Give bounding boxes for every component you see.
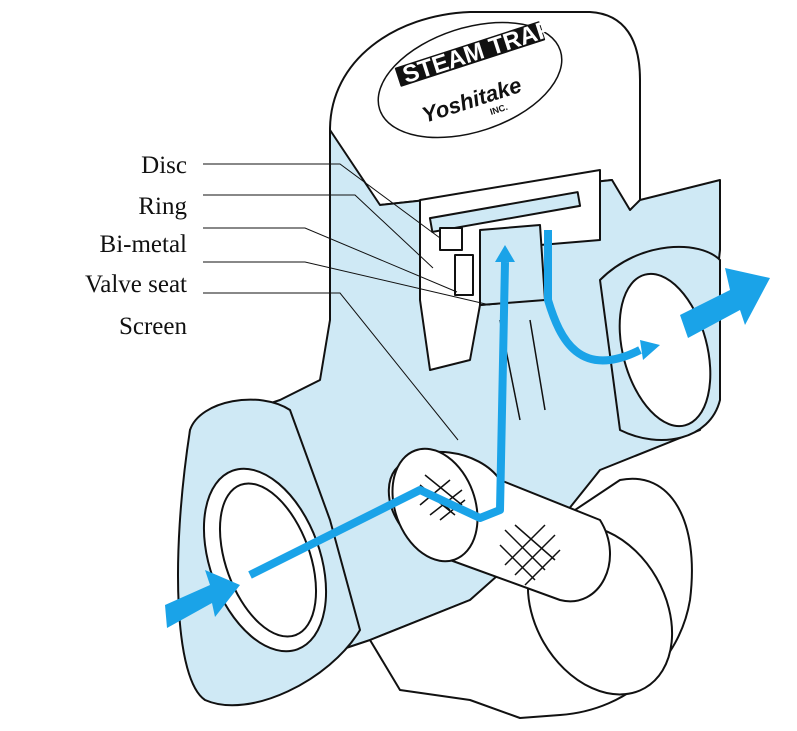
bore-thread-2: [529, 319, 546, 411]
leader-screen: [203, 292, 459, 441]
leader-valve-seat: [203, 261, 491, 306]
leader-disc: [203, 163, 441, 239]
disc-plate: [428, 191, 582, 233]
ring-part: [439, 227, 463, 251]
valve-seat-block: [479, 224, 546, 306]
leader-bimetal: [203, 227, 458, 293]
cap-logo-band: [394, 21, 546, 87]
bimetal-part: [454, 254, 474, 296]
flow-path: [165, 230, 770, 628]
cap-logo-plate: [377, 21, 563, 139]
flow-up-arrowhead: [495, 245, 515, 262]
leader-ring: [203, 194, 434, 269]
trap-body: [177, 11, 721, 719]
label-bimetal: Bi-metal: [100, 231, 188, 258]
flow-outlet-arrowhead: [640, 340, 660, 360]
leader-lines: [203, 163, 491, 441]
flow-outlet-line: [544, 230, 642, 365]
label-valve-seat: Valve seat: [85, 271, 187, 298]
label-ring: Ring: [138, 193, 187, 220]
label-screen: Screen: [119, 313, 188, 340]
flow-line: [248, 261, 509, 579]
label-disc: Disc: [141, 152, 187, 179]
screen-opening: [391, 447, 479, 563]
outlet-arrow: [680, 268, 770, 338]
part-labels: Disc Ring Bi-metal Valve seat Screen: [85, 152, 188, 340]
inlet-arrow: [165, 570, 240, 628]
